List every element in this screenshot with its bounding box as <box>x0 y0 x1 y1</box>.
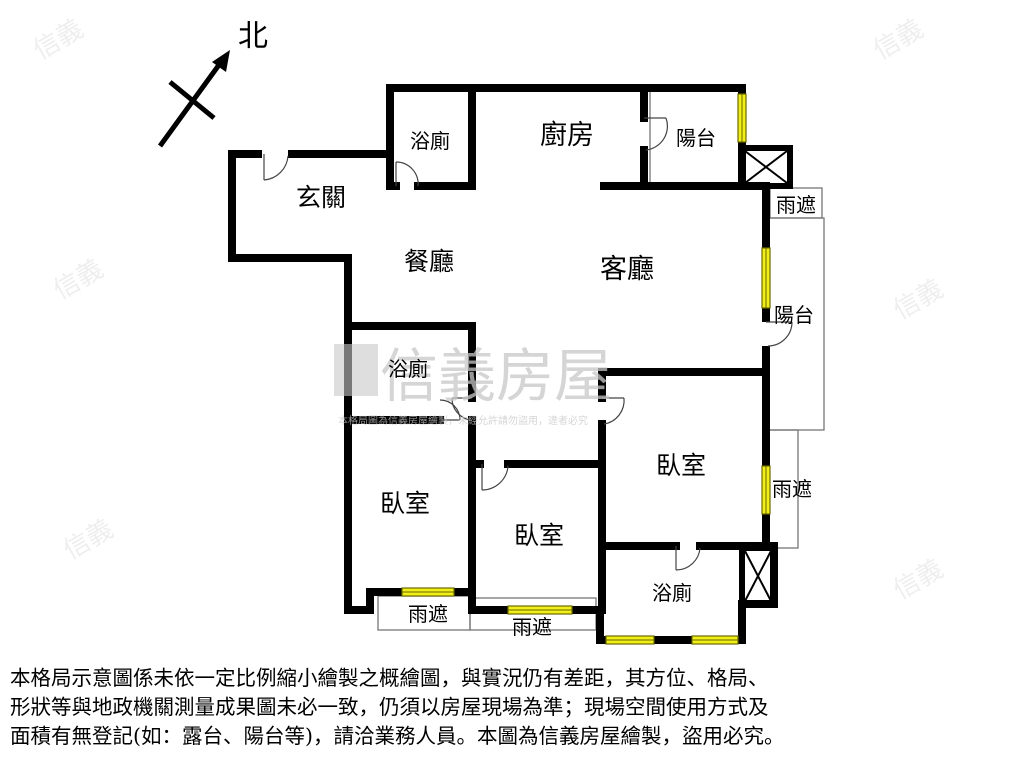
svg-text:信義: 信義 <box>869 14 929 66</box>
label-kitchen: 廚房 <box>540 120 594 151</box>
label-entrance: 玄關 <box>296 183 346 212</box>
svg-text:信義: 信義 <box>889 274 949 326</box>
brand-watermark: 信義房屋 本格局圖為信義房屋繪製，未經允許請勿盜用，違者必究 <box>334 342 612 427</box>
doors <box>262 117 793 571</box>
compass-north-label: 北 <box>238 19 268 54</box>
disclaimer-line-1: 本格局示意圖係未依一定比例縮小繪製之概繪圖，與實況仍有差距，其方位、格局、 <box>10 666 769 690</box>
brand-logo-icon <box>334 344 378 396</box>
watermark-notice: 本格局圖為信義房屋繪製，未經允許請勿盜用，違者必究 <box>338 414 588 427</box>
label-bathroom-middle: 浴廁 <box>388 357 428 381</box>
disclaimer-line-3: 面積有無登記(如：露台、陽台等)，請洽業務人員。本圖為信義房屋繪製，盜用必究。 <box>10 724 785 748</box>
watermark-brand: 信義房屋 <box>380 342 612 410</box>
label-bedroom-left: 臥室 <box>380 489 430 518</box>
label-rain-shelter-bottom-middle: 雨遮 <box>512 615 552 639</box>
label-balcony-top: 陽台 <box>676 126 716 150</box>
walls <box>228 84 793 644</box>
label-bedroom-right: 臥室 <box>656 451 706 480</box>
disclaimer: 本格局示意圖係未依一定比例縮小繪製之概繪圖，與實況仍有差距，其方位、格局、 形狀… <box>10 664 1020 751</box>
label-living: 客廳 <box>600 254 654 285</box>
svg-text:信義: 信義 <box>29 14 89 66</box>
svg-text:信義: 信義 <box>59 514 119 566</box>
label-bedroom-middle: 臥室 <box>514 521 564 550</box>
north-compass: 北 <box>157 19 268 148</box>
windows <box>401 93 771 645</box>
room-labels: 浴廁 廚房 陽台 玄關 餐廳 客廳 雨遮 陽台 浴廁 臥室 雨遮 臥室 臥室 浴… <box>296 120 816 639</box>
label-balcony-right: 陽台 <box>774 303 814 327</box>
svg-text:信義: 信義 <box>49 254 109 306</box>
label-rain-shelter-right-top: 雨遮 <box>776 193 816 217</box>
compass-arrow-icon <box>212 50 230 72</box>
svg-text:信義: 信義 <box>889 554 949 606</box>
floor-plan: 信義 信義 信義 信義 信義 信義 北 <box>29 14 949 645</box>
label-rain-shelter-right-bottom: 雨遮 <box>772 477 812 501</box>
label-rain-shelter-bottom-left: 雨遮 <box>408 602 448 626</box>
label-bathroom-bottom: 浴廁 <box>652 581 692 605</box>
duct-crosses <box>744 150 788 602</box>
label-dining: 餐廳 <box>404 247 454 276</box>
disclaimer-line-2: 形狀等與地政機關測量成果圖未必一致，仍須以房屋現場為準；現場空間使用方式及 <box>10 695 769 719</box>
label-bathroom-top: 浴廁 <box>410 129 450 153</box>
